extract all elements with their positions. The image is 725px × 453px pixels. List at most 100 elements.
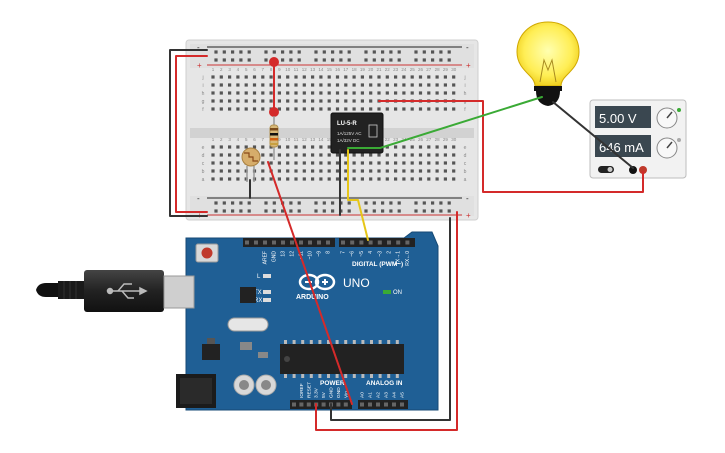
bottom-pin[interactable] [292, 402, 296, 407]
light-bulb-icon[interactable] [516, 21, 580, 106]
breadboard-hole[interactable] [335, 161, 340, 165]
breadboard-hole[interactable] [394, 75, 398, 79]
breadboard-hole[interactable] [236, 75, 240, 79]
rail-hole[interactable] [397, 50, 401, 54]
breadboard-hole[interactable] [452, 107, 456, 111]
breadboard-hole[interactable] [427, 107, 431, 111]
breadboard-hole[interactable] [377, 153, 381, 157]
breadboard-hole[interactable] [286, 161, 290, 165]
breadboard-hole[interactable] [335, 153, 340, 157]
breadboard-hole[interactable] [319, 83, 323, 87]
rail-hole[interactable] [222, 50, 226, 54]
breadboard-hole[interactable] [369, 99, 373, 103]
breadboard-hole[interactable] [319, 107, 323, 111]
breadboard-hole[interactable] [252, 99, 257, 103]
rail-hole[interactable] [214, 201, 218, 205]
breadboard-hole[interactable] [344, 75, 348, 79]
breadboard-hole[interactable] [327, 161, 331, 165]
breadboard-hole[interactable] [377, 161, 381, 165]
breadboard-hole[interactable] [344, 107, 348, 111]
breadboard-hole[interactable] [319, 169, 323, 173]
breadboard-hole[interactable] [418, 145, 423, 149]
breadboard-hole[interactable] [344, 99, 348, 103]
breadboard-hole[interactable] [360, 153, 364, 157]
rail-hole[interactable] [389, 209, 393, 213]
digital-pin[interactable] [368, 240, 373, 245]
wire-green-to-bulb[interactable] [347, 96, 543, 149]
wire-yellow-signal[interactable] [347, 149, 369, 241]
breadboard-hole[interactable] [427, 169, 431, 173]
breadboard-hole[interactable] [236, 169, 240, 173]
breadboard-hole[interactable] [219, 83, 223, 87]
breadboard-hole[interactable] [294, 177, 298, 181]
rail-hole[interactable] [431, 209, 435, 213]
breadboard-hole[interactable] [236, 83, 240, 87]
breadboard-hole[interactable] [443, 83, 447, 87]
breadboard-hole[interactable] [311, 91, 315, 95]
rail-hole[interactable] [281, 58, 285, 62]
breadboard-hole[interactable] [410, 91, 414, 95]
breadboard-hole[interactable] [410, 177, 414, 181]
rail-hole[interactable] [289, 58, 293, 62]
bottom-pin[interactable] [343, 402, 348, 407]
breadboard-hole[interactable] [418, 83, 423, 87]
breadboard-hole[interactable] [335, 91, 340, 95]
digital-pin[interactable] [377, 240, 382, 245]
rail-hole[interactable] [231, 209, 235, 213]
breadboard-hole[interactable] [352, 99, 356, 103]
breadboard-hole[interactable] [427, 75, 431, 79]
breadboard-hole[interactable] [352, 177, 356, 181]
breadboard-hole[interactable] [402, 153, 406, 157]
breadboard-hole[interactable] [261, 153, 265, 157]
breadboard-hole[interactable] [219, 107, 223, 111]
negative-terminal[interactable] [629, 166, 637, 174]
breadboard-hole[interactable] [319, 145, 323, 149]
breadboard-hole[interactable] [311, 153, 315, 157]
breadboard-hole[interactable] [344, 177, 348, 181]
rail-hole[interactable] [364, 58, 368, 62]
rail-hole[interactable] [314, 50, 318, 54]
breadboard-hole[interactable] [311, 75, 315, 79]
breadboard-hole[interactable] [244, 75, 248, 79]
breadboard-hole[interactable] [435, 153, 439, 157]
digital-pin[interactable] [387, 240, 391, 245]
breadboard-hole[interactable] [236, 153, 240, 157]
breadboard-hole[interactable] [211, 161, 215, 165]
breadboard-hole[interactable] [410, 153, 414, 157]
breadboard-hole[interactable] [211, 75, 215, 79]
breadboard-hole[interactable] [294, 91, 298, 95]
breadboard-hole[interactable] [269, 91, 273, 95]
rail-hole[interactable] [289, 50, 293, 54]
power-supply[interactable]: 5.00 V 646 mA [589, 99, 687, 179]
rail-hole[interactable] [247, 209, 251, 213]
breadboard-hole[interactable] [385, 161, 389, 165]
breadboard-hole[interactable] [311, 161, 315, 165]
rail-hole[interactable] [247, 50, 251, 54]
breadboard-hole[interactable] [385, 177, 389, 181]
breadboard-hole[interactable] [277, 177, 281, 181]
breadboard-hole[interactable] [211, 91, 215, 95]
rail-hole[interactable] [289, 209, 293, 213]
breadboard-hole[interactable] [219, 99, 223, 103]
bottom-pin[interactable] [360, 402, 364, 407]
breadboard-hole[interactable] [219, 161, 223, 165]
digital-pin[interactable] [350, 240, 355, 245]
rail-hole[interactable] [431, 201, 435, 205]
breadboard-hole[interactable] [443, 161, 447, 165]
breadboard-hole[interactable] [385, 107, 389, 111]
breadboard-hole[interactable] [236, 145, 240, 149]
rail-hole[interactable] [272, 50, 276, 54]
breadboard-hole[interactable] [410, 75, 414, 79]
breadboard-hole[interactable] [385, 153, 389, 157]
rail-hole[interactable] [389, 58, 393, 62]
rail-hole[interactable] [214, 50, 218, 54]
rail-hole[interactable] [339, 58, 343, 62]
rail-hole[interactable] [447, 58, 451, 62]
breadboard-hole[interactable] [427, 153, 431, 157]
rail-hole[interactable] [239, 50, 243, 54]
breadboard-hole[interactable] [352, 169, 356, 173]
relay-lu5r[interactable]: LU-5-R 1A/125V AC 1A/32V DC [330, 112, 384, 154]
breadboard-hole[interactable] [244, 145, 248, 149]
breadboard-hole[interactable] [302, 107, 306, 111]
breadboard-hole[interactable] [352, 161, 356, 165]
